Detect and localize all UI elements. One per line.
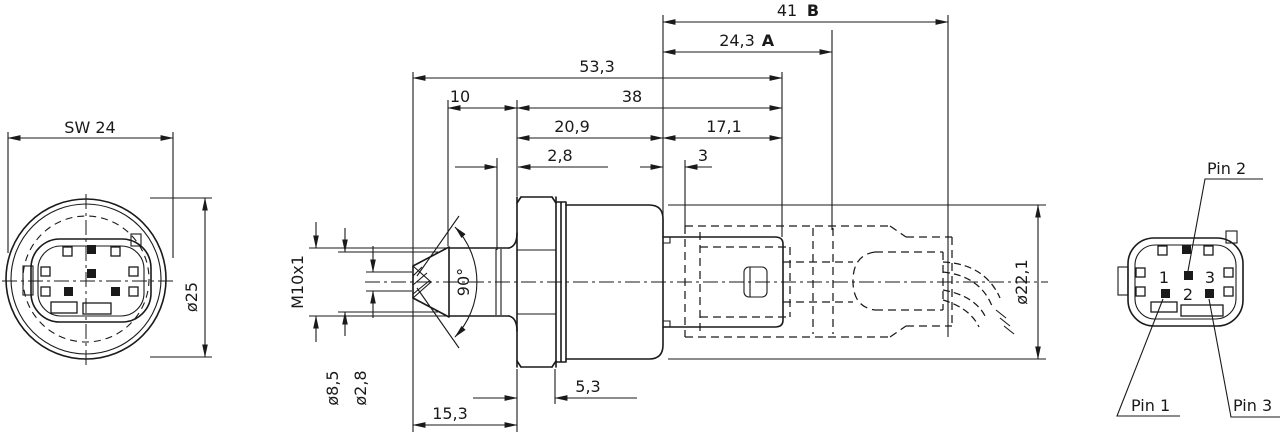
- thread-spec-label: M10x1: [288, 255, 307, 309]
- dim-dia25-label: ø25: [182, 282, 201, 312]
- dim-243a: 24,3 A: [662, 31, 833, 55]
- pin-2-label: Pin 2: [1207, 159, 1246, 178]
- mating-connector-hidden: [684, 225, 953, 338]
- front-view: SW 24 ø25: [2, 118, 212, 366]
- dim-53-label: 5,3: [575, 377, 600, 396]
- front-pin-1: [64, 287, 73, 296]
- pinout-pins: 1 2 3: [1159, 268, 1215, 304]
- dim-153-label: 15,3: [432, 404, 468, 423]
- dim-10-label: 10: [450, 87, 470, 106]
- dim-153: 15,3: [412, 404, 518, 428]
- dim-28: 2,8: [455, 146, 608, 170]
- pin-2-contact: [1184, 271, 1193, 280]
- front-pin-3: [111, 287, 120, 296]
- dim-243-ref-label: A: [762, 31, 775, 50]
- dim-209: 20,9: [516, 117, 664, 141]
- dim-3-label: 3: [698, 146, 708, 165]
- dim-41-label: 41: [777, 1, 797, 20]
- dim-dia28: ø2,8: [351, 246, 412, 406]
- pin1-callout: Pin 1: [1116, 298, 1180, 417]
- hex-nut: [516, 196, 557, 368]
- dim-209-label: 20,9: [554, 117, 590, 136]
- dim-dia221: ø22,1: [668, 204, 1046, 360]
- dim-sw24: SW 24: [7, 118, 174, 258]
- side-view: 41 B 24,3 A 53,3 10 38 20,9 17,1: [288, 1, 1048, 432]
- dim-10: 10: [447, 87, 518, 111]
- dim-thread-m10x1: M10x1: [288, 222, 448, 342]
- dim-53: 5,3: [473, 377, 637, 401]
- dim-171: 17,1: [662, 117, 783, 141]
- front-view-outline: [2, 194, 176, 366]
- pinout-left-tab: [1117, 266, 1129, 296]
- wire-break-marks: [995, 309, 1015, 335]
- pin-3-number: 3: [1205, 268, 1215, 287]
- cable-wires: [942, 261, 1015, 335]
- pinout-view: 1 2 3 Pin 2 Pin 1 Pin 3: [1116, 159, 1280, 418]
- dim-dia221-label: ø22,1: [1012, 259, 1031, 304]
- dim-angle90: 90°: [416, 215, 478, 349]
- latch-reference: [812, 228, 834, 334]
- pin2-callout: Pin 2: [1187, 159, 1263, 272]
- dim-3: 3: [640, 146, 712, 170]
- dim-dia85: ø8,5: [323, 228, 438, 406]
- pin-3-contact: [1205, 289, 1214, 298]
- pin-1-number: 1: [1159, 268, 1169, 287]
- dim-41-ref-label: B: [807, 1, 819, 20]
- pinout-outline: [1117, 230, 1244, 327]
- dim-sw24-label: SW 24: [64, 118, 115, 137]
- sensor-body: [565, 204, 664, 360]
- dim-dia25: ø25: [150, 197, 212, 358]
- dim-dia28-label: ø2,8: [351, 370, 370, 405]
- keying-notch-top: [130, 233, 142, 247]
- section-hatching: [412, 266, 430, 295]
- dim-38-label: 38: [622, 87, 642, 106]
- dim-38: 38: [516, 87, 783, 111]
- dim-dia85-label: ø8,5: [323, 370, 342, 405]
- connector-housing: [662, 236, 784, 328]
- pin-1-label: Pin 1: [1131, 396, 1170, 415]
- cone-angle-label: 90°: [454, 268, 473, 296]
- pin-2-number: 2: [1183, 285, 1193, 304]
- front-pin-2: [87, 269, 96, 278]
- washer: [555, 201, 567, 363]
- dim-41b: 41 B: [662, 1, 949, 25]
- dim-533: 53,3: [412, 57, 783, 81]
- pin-1-contact: [1161, 289, 1170, 298]
- pin-3-label: Pin 3: [1233, 396, 1272, 415]
- dim-171-label: 17,1: [706, 117, 742, 136]
- terminal-pocket: [743, 266, 768, 298]
- dim-533-label: 53,3: [579, 57, 615, 76]
- tip-bore-section: [412, 265, 432, 299]
- dim-28-label: 2,8: [547, 146, 572, 165]
- pin3-callout: Pin 3: [1208, 298, 1280, 418]
- pinout-top-notch: [1225, 230, 1238, 244]
- dim-243-label: 24,3: [719, 31, 755, 50]
- thread-relief-groove: [495, 249, 502, 315]
